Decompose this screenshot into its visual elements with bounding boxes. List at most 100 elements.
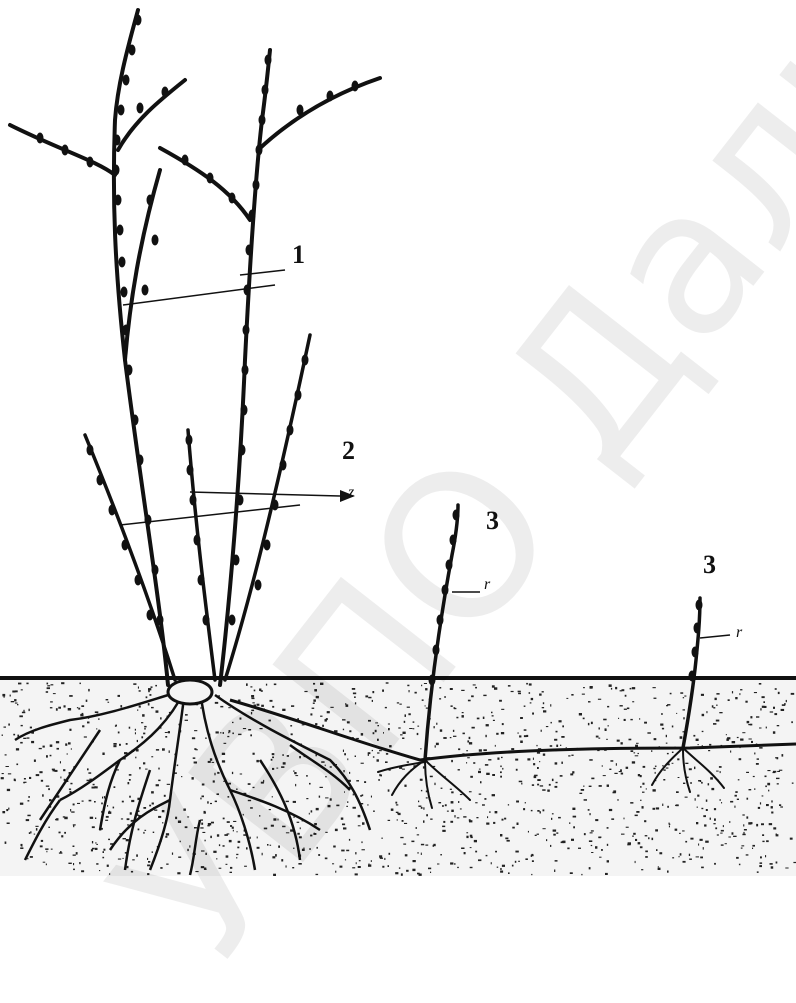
leader-lines	[120, 270, 730, 638]
soil-speck	[440, 854, 442, 855]
soil-speck	[129, 727, 131, 729]
soil-speck	[349, 839, 350, 841]
soil-speck	[584, 833, 586, 835]
soil-speck	[532, 713, 534, 715]
soil-speck	[492, 715, 494, 716]
soil-speck	[630, 688, 632, 690]
soil-speck	[213, 851, 216, 853]
soil-speck	[219, 844, 220, 846]
soil-speck	[728, 837, 731, 838]
soil-speck	[412, 869, 415, 871]
soil-speck	[435, 745, 436, 747]
soil-speck	[607, 706, 609, 708]
soil-speck	[595, 846, 597, 849]
soil-speck	[527, 758, 530, 760]
soil-speck	[217, 793, 220, 795]
soil-speck	[524, 706, 526, 707]
soil-speck	[165, 836, 167, 838]
bud	[157, 615, 164, 626]
soil-speck	[425, 845, 428, 846]
soil-speck	[227, 821, 230, 823]
soil-speck	[741, 845, 744, 846]
soil-speck	[95, 818, 96, 820]
soil-speck	[434, 726, 435, 728]
soil-speck	[524, 729, 527, 731]
soil-speck	[416, 827, 417, 829]
soil-speck	[470, 835, 473, 837]
soil-speck	[342, 824, 345, 826]
soil-speck	[500, 766, 501, 768]
soil-speck	[118, 695, 121, 697]
soil-speck	[114, 786, 116, 788]
soil-speck	[15, 690, 18, 692]
soil-speck	[450, 688, 453, 690]
soil-speck	[598, 738, 600, 739]
soil-speck	[133, 683, 136, 684]
soil-speck	[92, 826, 95, 828]
soil-speck	[389, 853, 391, 855]
soil-speck	[555, 860, 558, 862]
soil-speck	[781, 709, 785, 711]
soil-speck	[605, 873, 608, 875]
soil-speck	[98, 718, 99, 720]
soil-speck	[501, 732, 504, 734]
soil-speck	[742, 814, 744, 815]
soil-speck	[73, 846, 75, 848]
soil-speck	[358, 815, 361, 817]
soil-speck	[655, 772, 656, 774]
soil-speck	[418, 806, 421, 807]
soil-speck	[84, 736, 87, 737]
soil-speck	[702, 731, 704, 732]
bud	[249, 210, 256, 221]
soil-speck	[2, 811, 5, 813]
soil-speck	[662, 765, 664, 766]
soil-speck	[160, 867, 162, 869]
soil-speck	[782, 704, 785, 706]
soil-speck	[371, 796, 372, 798]
soil-speck	[531, 810, 533, 811]
soil-speck	[228, 796, 230, 798]
soil-speck	[500, 834, 502, 837]
soil-speck	[29, 709, 30, 711]
soil-speck	[50, 701, 53, 702]
soil-speck	[399, 704, 401, 705]
soil-speck	[721, 802, 722, 803]
soil-speck	[248, 729, 251, 731]
soil-speck	[123, 838, 127, 839]
soil-speck	[624, 719, 626, 721]
soil-speck	[723, 825, 724, 827]
soil-speck	[470, 776, 473, 778]
soil-speck	[778, 692, 780, 694]
soil-speck	[335, 829, 338, 831]
soil-speck	[403, 732, 406, 734]
soil-speck	[752, 848, 753, 849]
soil-speck	[309, 848, 311, 850]
soil-speck	[358, 866, 361, 868]
soil-speck	[223, 818, 225, 820]
bud	[115, 195, 122, 206]
soil-speck	[642, 806, 644, 809]
soil-speck	[738, 779, 740, 780]
soil-speck	[700, 781, 701, 782]
soil-speck	[646, 788, 647, 789]
soil-speck	[46, 755, 48, 757]
soil-speck	[488, 759, 491, 760]
soil-speck	[344, 753, 346, 755]
soil-speck	[71, 748, 72, 749]
soil-speck	[589, 867, 591, 869]
soil-speck	[598, 699, 601, 700]
soil-speck	[770, 863, 773, 865]
soil-speck	[582, 694, 585, 695]
soil-speck	[626, 827, 629, 828]
soil-speck	[226, 864, 228, 865]
soil-speck	[232, 827, 234, 829]
soil-speck	[775, 757, 778, 758]
soil-speck	[377, 759, 379, 761]
soil-speck	[18, 683, 21, 685]
soil-speck	[354, 696, 356, 698]
soil-speck	[207, 801, 209, 803]
soil-speck	[156, 784, 159, 786]
soil-speck	[566, 698, 568, 699]
soil-speck	[684, 696, 686, 697]
soil-speck	[371, 860, 372, 862]
